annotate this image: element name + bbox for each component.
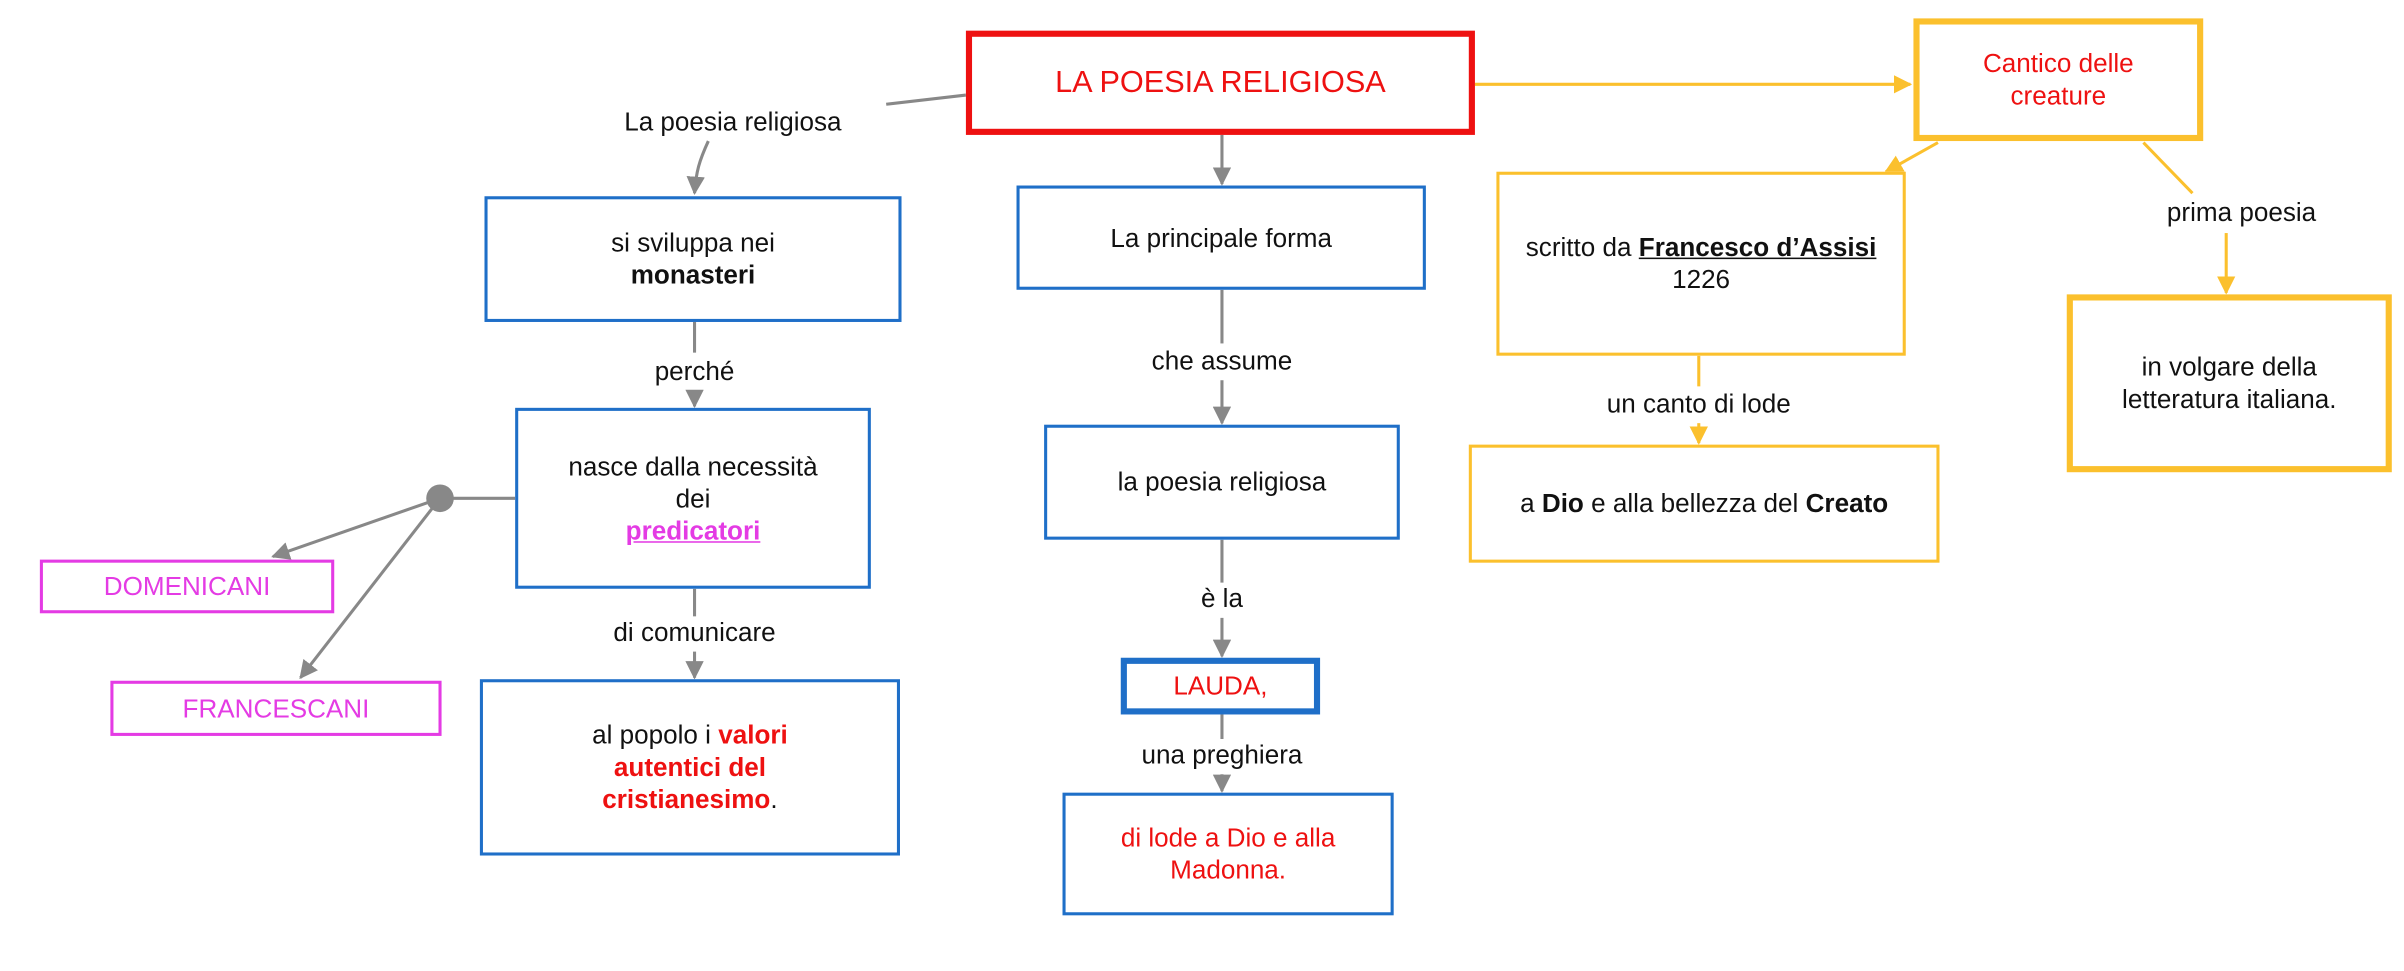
node-text: scritto da [1525, 233, 1632, 263]
node-text: La principale forma [1110, 223, 1333, 253]
link-label-poesia-religiosa: La poesia religiosa [621, 107, 845, 138]
node-text: al popolo i [592, 720, 711, 750]
connector-root-label [886, 93, 967, 106]
node-valori: al popolo i valori autentici del cristia… [479, 679, 900, 856]
node-text: in volgare della letteratura italiana. [2122, 352, 2337, 414]
link-label-prima-poesia: prima poesia [2163, 197, 2320, 229]
node-text: si sviluppa nei [611, 228, 775, 258]
node-scritto: scritto da Francesco d’Assisi 1226 [1496, 171, 1906, 356]
link-label-perche: perché [651, 357, 738, 388]
node-highlight-text: valori autentici del cristianesimo [602, 720, 788, 815]
node-volgare: in volgare della letteratura italiana. [2066, 294, 2392, 473]
node-text: Cantico delle creature [1982, 49, 2134, 111]
node-poesia-religiosa: la poesia religiosa [1044, 424, 1400, 540]
node-text: LAUDA, [1173, 671, 1268, 701]
node-cantico: Cantico delle creature [1913, 18, 2204, 142]
node-lauda: LAUDA, [1120, 657, 1321, 715]
node-text: di lode a Dio e alla Madonna. [1120, 823, 1336, 885]
node-text: nasce dalla necessità dei [568, 451, 818, 513]
node-francescani: FRANCESCANI [110, 680, 442, 736]
node-text-end: . [770, 784, 778, 815]
link-label-che-assume: che assume [1148, 346, 1296, 378]
node-text: la poesia religiosa [1117, 467, 1327, 497]
node-text-mid: e alla bellezza del [1591, 489, 1799, 519]
node-text: FRANCESCANI [182, 693, 370, 723]
root-node: LA POESIA RELIGIOSA [965, 30, 1475, 135]
node-bold-dio: Dio [1541, 489, 1584, 519]
node-text: DOMENICANI [103, 571, 271, 602]
connector-dot-francescani [299, 497, 442, 680]
node-text: a [1520, 489, 1535, 519]
connector-label-monasteri [686, 140, 710, 196]
node-lode-madonna: di lode a Dio e alla Madonna. [1062, 792, 1394, 916]
connector-cantico-scritto [1884, 141, 1939, 174]
author-link[interactable]: Francesco d’Assisi [1638, 233, 1877, 263]
connector-cantico-prima [2142, 141, 2194, 195]
node-domenicani: DOMENICANI [39, 559, 335, 614]
node-dio-creato: a Dio e alla bellezza del Creato [1468, 444, 1940, 563]
node-bold-text: monasteri [630, 260, 756, 290]
node-principale-forma: La principale forma [1016, 185, 1426, 290]
year-text: 1226 [1672, 265, 1731, 295]
link-label-canto-di-lode: un canto di lode [1603, 389, 1794, 421]
root-title: LA POESIA RELIGIOSA [1055, 65, 1386, 99]
predicatori-link[interactable]: predicatori [625, 515, 761, 546]
node-bold-creato: Creato [1805, 489, 1889, 519]
link-label-di-comunicare: di comunicare [610, 617, 779, 649]
connector-dot-domenicani [271, 496, 441, 560]
link-label-una-preghiera: una preghiera [1138, 740, 1306, 772]
link-label-e-la: è la [1197, 584, 1247, 615]
junction-dot [426, 484, 454, 513]
